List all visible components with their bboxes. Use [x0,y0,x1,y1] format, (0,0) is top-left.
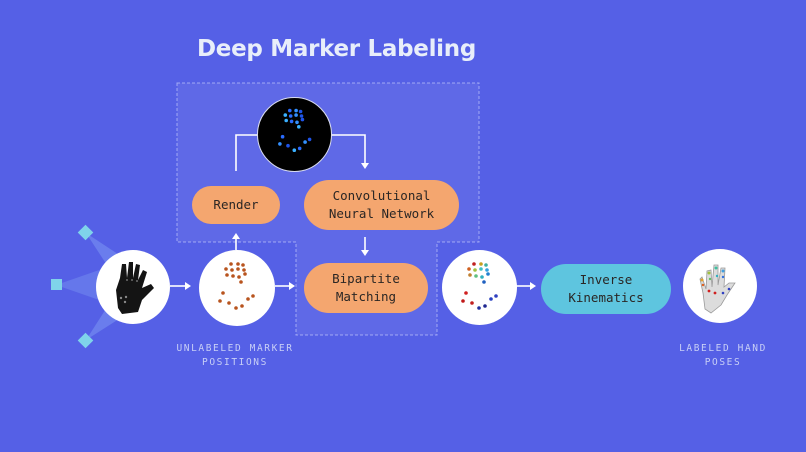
arrow-down-icon [361,250,369,256]
arrow-down-icon [361,163,369,169]
labeled-markers-image [442,250,517,325]
marker-point [300,117,305,122]
inverse-kinematics-node: Inverse Kinematics [541,264,671,314]
marker-point [468,273,472,277]
marker-point [464,291,468,295]
marker-point [482,280,486,284]
marker-point [472,262,476,266]
camera-cone-middle [56,268,105,302]
marker-point [467,267,471,271]
marker-point [474,274,478,278]
glove-image [96,250,170,324]
marker-point [283,113,288,117]
camera-diamond-icon [77,224,94,241]
marker-point [307,137,312,142]
marker-point [225,273,229,277]
marker-point [289,119,294,124]
marker-point [294,113,298,117]
arrow-right-icon [185,282,191,290]
marker-point [284,118,288,123]
marker-point [292,148,297,152]
marker-point [298,109,303,114]
hand-pose-image [683,249,757,323]
unlabeled-marker-positions-caption: UNLABELED MARKER POSITIONS [176,343,294,368]
marker-point [494,294,498,298]
marker-point [484,263,488,267]
rendered-markers-image [257,97,332,172]
marker-point [278,142,282,146]
diagram-title: Deep Marker Labeling [197,36,476,62]
marker-point [236,267,240,271]
marker-point [486,272,490,276]
arrow-right-icon [289,282,295,290]
marker-point [239,280,243,284]
marker-point [241,263,245,267]
marker-point [221,291,225,295]
marker-point [288,114,293,118]
marker-point [295,120,299,125]
marker-point [477,306,481,310]
marker-point [229,262,233,266]
marker-point [246,297,250,301]
marker-point [470,301,474,305]
arrow-right-icon [530,282,536,290]
camera-square-icon [51,279,62,290]
marker-point [231,274,235,278]
cnn-node: Convolutional Neural Network [304,180,459,230]
marker-point [297,146,302,151]
marker-point [299,114,304,118]
marker-point [234,306,238,310]
marker-point [236,262,240,266]
marker-point [280,134,285,139]
marker-point [479,267,483,271]
marker-point [237,275,241,279]
marker-point [286,143,290,148]
marker-point [251,294,255,298]
unlabeled-markers-image [199,250,275,326]
marker-point [240,304,244,308]
marker-point [461,299,465,303]
marker-point [489,297,493,301]
marker-point [473,268,477,272]
arrow-up-icon [232,233,240,239]
marker-point [303,140,307,144]
marker-point [224,267,228,271]
marker-point [480,275,484,279]
marker-point [243,272,247,276]
marker-point [242,268,246,272]
marker-point [288,108,292,113]
marker-point [230,268,234,272]
marker-point [479,262,483,266]
labeled-hand-poses-caption: LABELED HAND POSES [679,343,767,368]
marker-point [483,304,487,308]
render-node: Render [192,186,280,224]
marker-point [227,301,231,305]
bipartite-matching-node: Bipartite Matching [304,263,428,313]
marker-point [297,125,301,129]
marker-point [485,268,489,272]
marker-point [218,299,222,303]
marker-point [294,108,298,113]
